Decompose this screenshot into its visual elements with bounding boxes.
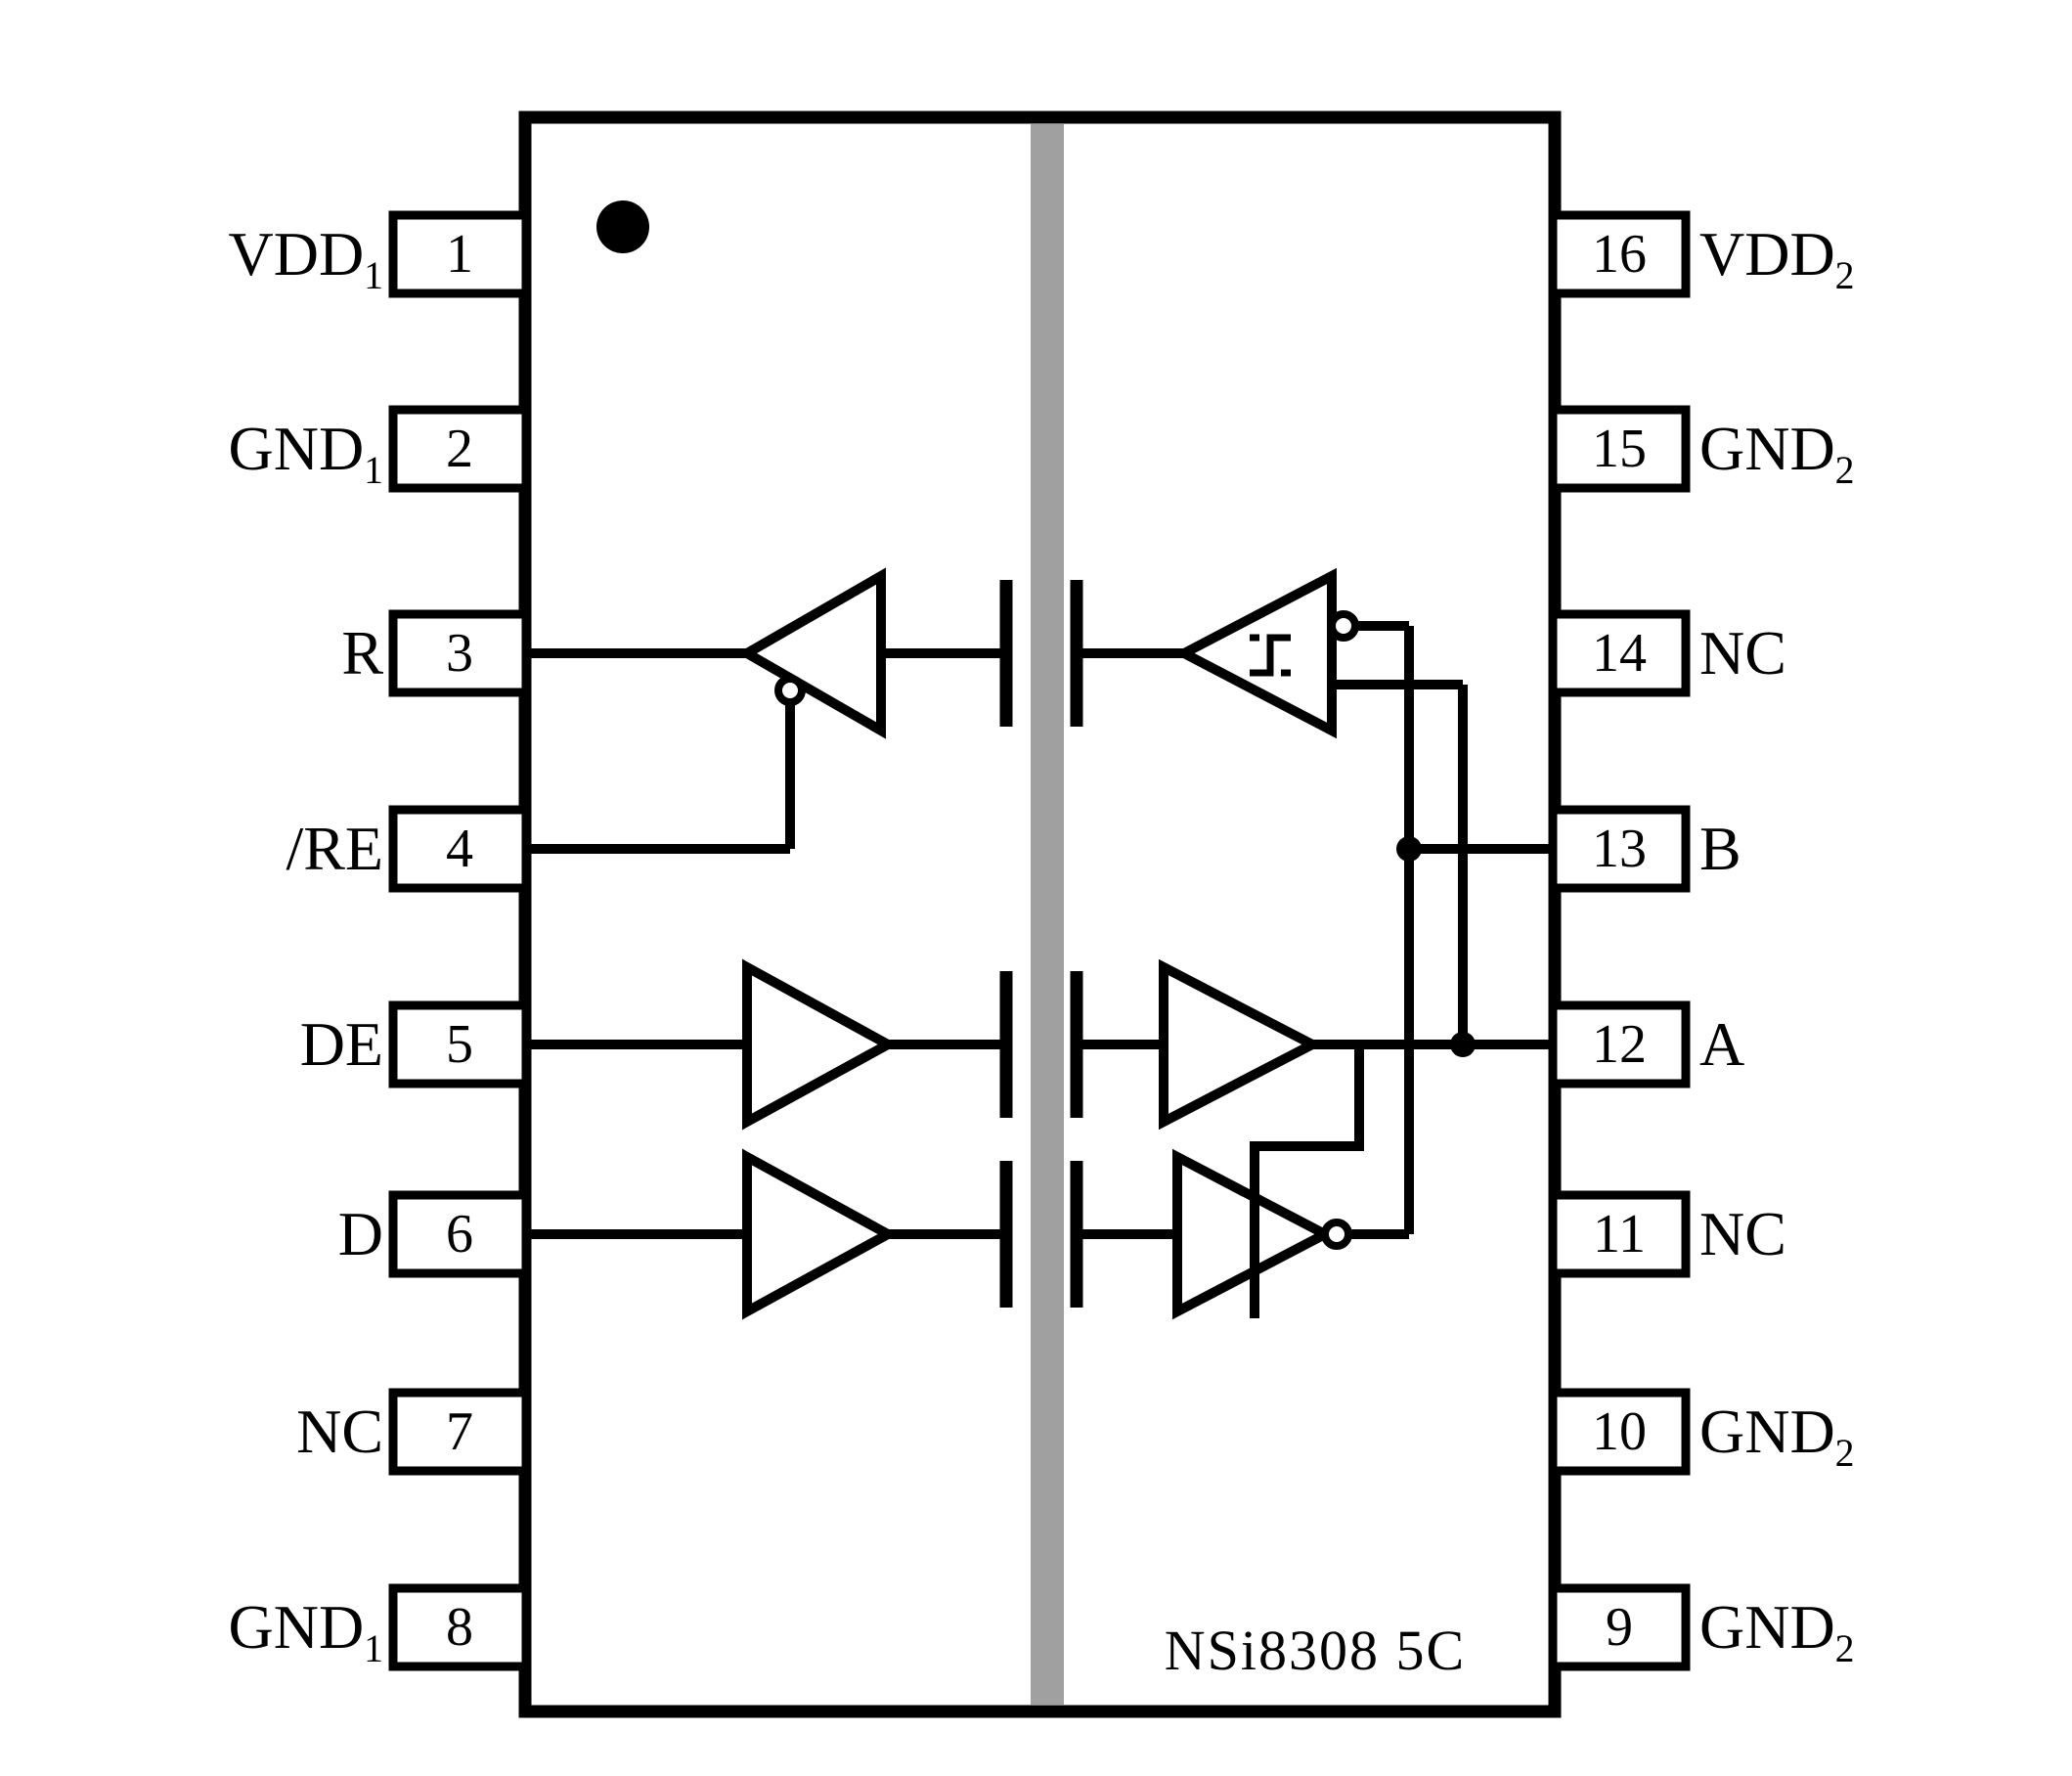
isolation-barrier <box>1031 124 1064 1705</box>
pin-box-12 <box>1548 1000 1691 1088</box>
pin-box-7 <box>388 1388 531 1476</box>
junction-dot-a <box>1450 1032 1476 1057</box>
pin-6-number: 6 <box>446 1204 473 1265</box>
pin-box-1 <box>388 210 531 298</box>
pin-label-gnd2-15: GND2 <box>1699 414 1855 492</box>
pin-16-number: 16 <box>1592 224 1647 285</box>
pin-5-number: 5 <box>446 1014 473 1075</box>
pin-box-14 <box>1548 609 1691 697</box>
pin-10-number: 10 <box>1592 1401 1647 1462</box>
receiver-buffer-side2 <box>1173 567 1337 739</box>
pin-14-number: 14 <box>1592 623 1647 684</box>
junction-dot-b <box>1396 836 1422 862</box>
receiver2-input-bubble <box>1328 610 1359 642</box>
pin-1-indicator-dot <box>596 200 649 253</box>
receiver-buffer-side1 <box>736 567 886 739</box>
pin-label-gnd2-10: GND2 <box>1699 1397 1855 1475</box>
pin-label-r: R <box>341 618 383 688</box>
pin-15-number: 15 <box>1592 419 1647 479</box>
pin-box-16 <box>1548 210 1691 298</box>
pin-box-15 <box>1548 405 1691 493</box>
wire-b-bus <box>1348 621 1414 1239</box>
pin-label-nc-14: NC <box>1699 618 1786 688</box>
pin-3-number: 3 <box>446 623 473 684</box>
pin-1-number: 1 <box>446 224 473 285</box>
pin-13-number: 13 <box>1592 819 1647 879</box>
pin-2-number: 2 <box>446 419 473 479</box>
pin-label-gnd2-9: GND2 <box>1699 1592 1855 1670</box>
pin-label-gnd1: GND1 <box>228 414 384 492</box>
de-buffer-side1 <box>742 958 899 1131</box>
signal-lines <box>526 621 1555 1239</box>
d-buffer-side1 <box>742 1148 899 1320</box>
inverter-bubbles <box>774 610 1359 1250</box>
receiver-enable-bubble <box>774 675 806 706</box>
pin-label-a: A <box>1699 1009 1745 1079</box>
isolation-capacitors <box>999 580 1083 1308</box>
pin-label-d: D <box>337 1199 383 1268</box>
pin-label-de: DE <box>299 1009 383 1079</box>
pin-label-vdd2: VDD2 <box>1699 219 1855 297</box>
pin-label-nc-7: NC <box>296 1397 383 1466</box>
pin-4-number: 4 <box>446 819 473 879</box>
wire-a-bus <box>1332 680 1468 1044</box>
isolation-capacitor-bottom <box>999 1161 1083 1308</box>
pin-label-vdd1: VDD1 <box>228 219 384 297</box>
pin-12-number: 12 <box>1592 1014 1647 1075</box>
pin-box-9 <box>1548 1583 1691 1671</box>
pin-box-2 <box>388 405 531 493</box>
schmitt-trigger-icon <box>1250 634 1291 677</box>
pin-label-re: /RE <box>286 814 383 883</box>
pin-7-number: 7 <box>446 1401 473 1462</box>
wire-re-enable <box>526 702 795 854</box>
pin-box-8 <box>388 1583 531 1671</box>
pin-box-5 <box>388 1000 531 1088</box>
wire-enable-branch <box>1250 1044 1364 1318</box>
pin-9-number: 9 <box>1606 1597 1633 1658</box>
pin-box-11 <box>1548 1190 1691 1278</box>
pin-label-nc-11: NC <box>1699 1199 1786 1268</box>
pin-box-4 <box>388 805 531 893</box>
pin-label-gnd1-8: GND1 <box>228 1592 384 1670</box>
pin-box-10 <box>1548 1388 1691 1476</box>
pin-boxes-left <box>388 210 531 1671</box>
pin-8-number: 8 <box>446 1597 473 1658</box>
pin-label-b: B <box>1699 814 1741 883</box>
isolation-capacitor-middle <box>999 971 1083 1118</box>
pin-11-number: 11 <box>1593 1204 1646 1265</box>
pin-boxes-right <box>1548 210 1691 1671</box>
isolation-capacitor-top <box>999 580 1083 727</box>
driver-a-side2 <box>1159 958 1323 1131</box>
chip-part-number: NSi8308 5C <box>1164 1619 1467 1682</box>
driver-b-output-bubble <box>1321 1219 1352 1250</box>
